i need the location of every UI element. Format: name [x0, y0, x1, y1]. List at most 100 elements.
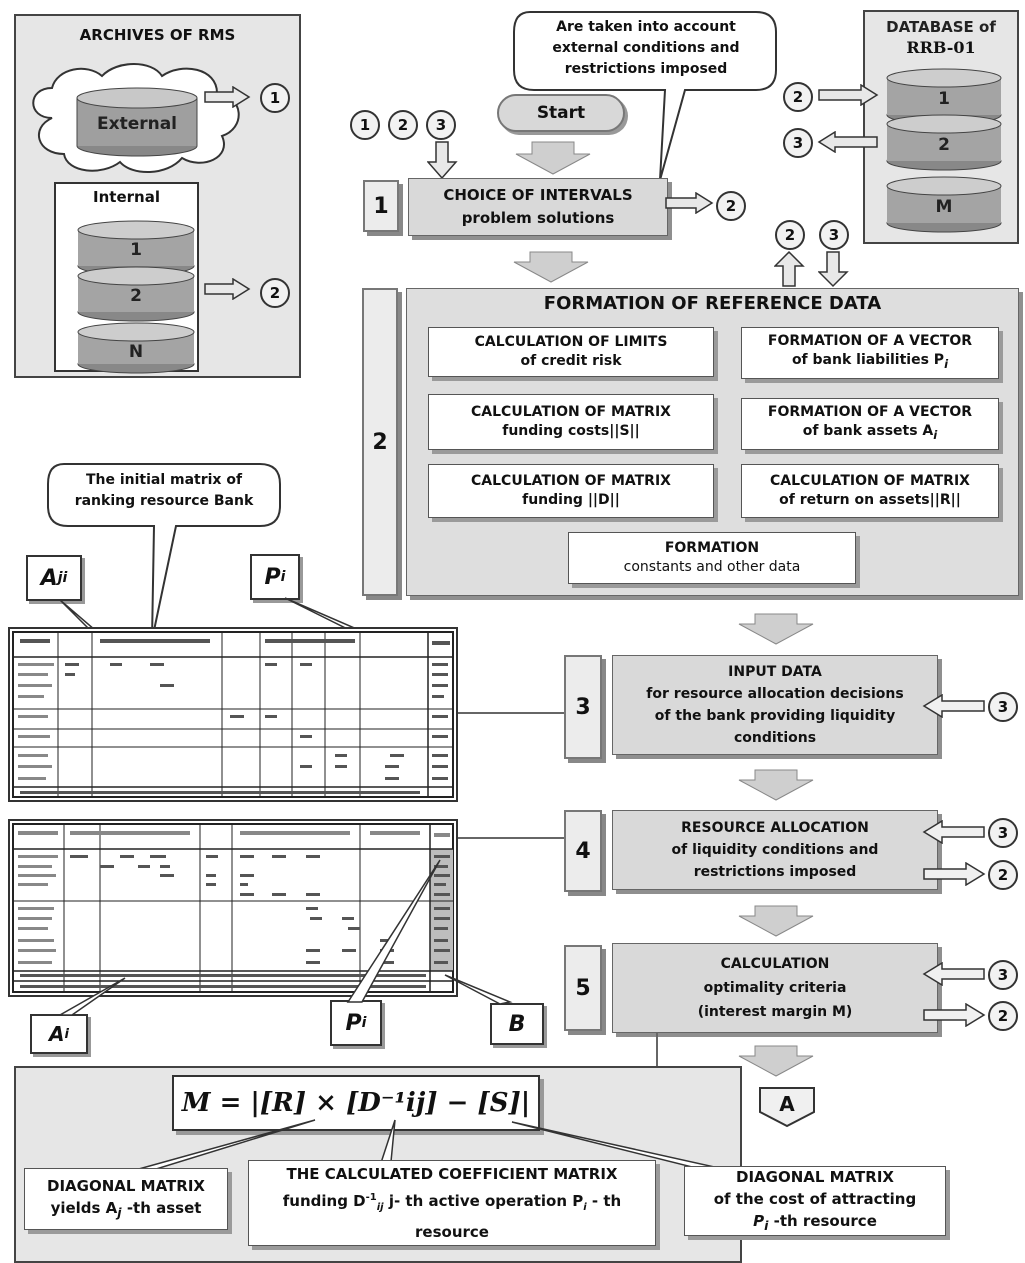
box-liabilities-vector: FORMATION OF A VECTOR of bank liabilitie…: [741, 327, 999, 379]
box-diag-cost-l3b: -th resource: [768, 1211, 877, 1230]
box-coef-l2c: - th: [586, 1192, 622, 1210]
step-1-line2: problem solutions: [461, 209, 615, 227]
box-diag-yield-l2b: -th asset: [121, 1198, 202, 1217]
arrow-left-icon: [922, 694, 985, 718]
box-assets-l1: FORMATION OF A VECTOR: [767, 404, 973, 421]
callout-line-2: external conditions and: [552, 40, 740, 56]
box-diag-yield-l2a: yields A: [50, 1198, 118, 1217]
connector-3-step4: 3: [988, 818, 1018, 848]
step-1-number: 1: [363, 180, 399, 232]
box-assets-l2: of bank assets A: [802, 423, 934, 440]
box-return-assets: CALCULATION OF MATRIX of return on asset…: [741, 464, 999, 518]
step-5-number: 5: [564, 945, 602, 1031]
arrow-down-icon: [818, 251, 849, 288]
connector-3-step5: 3: [988, 960, 1018, 990]
step-3-l1: INPUT DATA: [728, 664, 822, 680]
archives-panel: ARCHIVES OF RMS External 1 Internal 1 2 …: [14, 14, 301, 378]
connector-2-db: 2: [783, 82, 813, 112]
box-constants: FORMATION constants and other data: [568, 532, 856, 584]
box-diag-yield: DIAGONAL MATRIX yields Aj -th asset: [24, 1168, 228, 1230]
box-coef-sup: -1: [365, 1192, 377, 1203]
box-funding-l2: funding ||D||: [522, 492, 620, 508]
step-4-l2: of liquidity conditions and: [671, 842, 879, 858]
connector-2-up: 2: [775, 220, 805, 250]
external-label: External: [96, 114, 178, 134]
label-b: B: [490, 1003, 544, 1045]
step-4-l1: RESOURCE ALLOCATION: [681, 820, 869, 836]
connector-1-top: 1: [350, 110, 380, 140]
step-4-number: 4: [564, 810, 602, 892]
step-3-l2: for resource allocation decisions: [646, 686, 904, 702]
step-5-box: CALCULATION optimality criteria (interes…: [612, 943, 938, 1033]
step-1-line1: CHOICE OF INTERVALS: [443, 186, 633, 204]
label-pi-bottom-main: P: [345, 1010, 362, 1036]
box-liabilities-l2: of bank liabilities P: [791, 352, 945, 369]
start-terminal: Start: [497, 94, 625, 132]
box-credit-limits-l2: of credit risk: [520, 353, 622, 369]
step-5-l1: CALCULATION: [720, 956, 830, 972]
arrow-up-icon: [774, 250, 805, 287]
matrix-table-initial: [8, 627, 458, 802]
box-diag-cost: DIAGONAL MATRIX of the cost of attractin…: [684, 1166, 946, 1236]
box-diag-cost-l3: Pi -th resource: [753, 1210, 877, 1237]
connector-2: 2: [260, 278, 290, 308]
label-aji-main: A: [40, 565, 58, 591]
external-cylinder: External: [74, 86, 200, 158]
step-3-l3: of the bank providing liquidity: [654, 708, 896, 724]
connector-line-5: [656, 1033, 658, 1069]
arrow-down-wide-icon: [738, 769, 814, 801]
box-funding-matrix: CALCULATION OF MATRIX funding ||D||: [428, 464, 714, 518]
db-cylinder-2: 2: [883, 114, 1005, 172]
connector-1: 1: [260, 83, 290, 113]
connector-3-db: 3: [783, 128, 813, 158]
box-diag-cost-sub: i: [764, 1217, 769, 1233]
arrow-down-wide-icon: [738, 613, 814, 645]
internal-label-n: N: [128, 342, 144, 362]
internal-cylinder-2: 2: [74, 266, 198, 322]
archives-title: ARCHIVES OF RMS: [79, 26, 236, 44]
connector-line-3: [458, 712, 568, 714]
connector-a-end: A: [756, 1084, 818, 1128]
connector-3-top: 3: [426, 110, 456, 140]
callout-bubble: [513, 11, 777, 180]
arrow-right-icon: [923, 1003, 986, 1027]
arrow-down-wide-icon: [738, 1045, 814, 1077]
step-4-l3: restrictions imposed: [693, 864, 857, 880]
database-subtitle: RRB-01: [906, 38, 976, 57]
connector-a-label: A: [779, 1092, 795, 1116]
connector-3-step3: 3: [988, 692, 1018, 722]
box-funding-costs-l2: funding costs||S||: [502, 423, 640, 439]
label-ai-main: A: [49, 1022, 65, 1046]
connector-3-down: 3: [819, 220, 849, 250]
db-label-m: M: [935, 197, 953, 217]
step-1-box: CHOICE OF INTERVALS problem solutions: [408, 178, 668, 236]
matrix-callout-bubble: [47, 463, 281, 641]
callout-line-3: restrictions imposed: [564, 61, 728, 77]
step-2-number: 2: [362, 288, 398, 596]
step-4-box: RESOURCE ALLOCATION of liquidity conditi…: [612, 810, 938, 890]
box-diag-cost-l1: DIAGONAL MATRIX: [736, 1167, 894, 1186]
label-pi-top-sub: i: [280, 569, 286, 585]
box-funding-costs: CALCULATION OF MATRIX funding costs||S||: [428, 394, 714, 450]
matrix-callout-l1: The initial matrix of: [85, 472, 243, 488]
database-panel: DATABASE of RRB-01 1 2 M: [863, 10, 1019, 244]
matrix-callout-l2: ranking resource Bank: [74, 493, 254, 509]
matrix-table-grid: [12, 631, 454, 798]
db-label-1: 1: [938, 89, 950, 109]
arrow-down-icon: [427, 141, 458, 180]
arrow-left-icon: [922, 962, 985, 986]
box-coef-l2: funding D-1ij j- th active operation Pi …: [283, 1186, 621, 1220]
box-diag-yield-l2: yields Aj -th asset: [51, 1197, 202, 1224]
box-diag-cost-l2: of the cost of attracting: [713, 1189, 917, 1208]
arrow-down-wide-icon: [738, 905, 814, 937]
box-liabilities-l2-wrap: of bank liabilities Pi: [792, 351, 948, 374]
arrow-left-icon: [922, 820, 985, 844]
step-3-number: 3: [564, 655, 602, 759]
connector-2-step4: 2: [988, 860, 1018, 890]
internal-cylinder-n: N: [74, 322, 198, 378]
callout-line-1: Are taken into account: [556, 19, 736, 35]
connector-2-step1: 2: [716, 191, 746, 221]
pointer-lines-bottom: [57, 859, 513, 1016]
start-label: Start: [536, 103, 586, 123]
